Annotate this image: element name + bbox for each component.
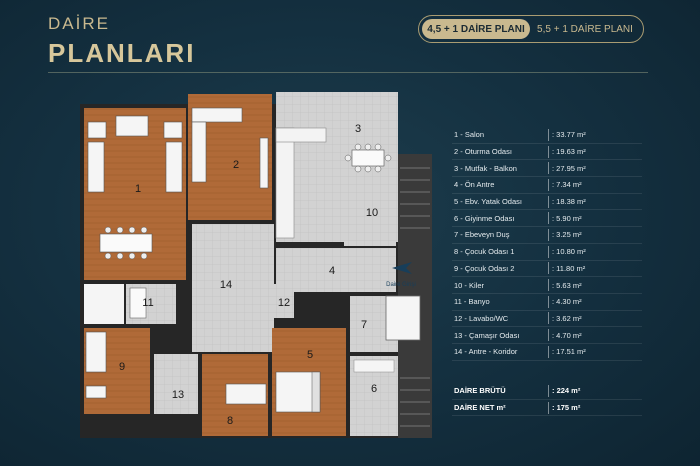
master-bed-pillow [311,371,321,413]
area-row: 13 - Çamaşır Odası: 4.70 m² [452,327,642,344]
room-label-7: 7 [361,319,367,331]
wardrobe [353,359,395,373]
area-row: 6 - Giyinme Odası: 5.90 m² [452,210,642,228]
tab-5-5-plus-1[interactable]: 5,5 + 1 DAİRE PLANI [537,23,633,35]
salon-sofa-top [115,115,149,137]
total-row-net: DAİRE NET m²: 175 m² [452,400,642,417]
area-row: 4 - Ön Antre: 7.34 m² [452,177,642,194]
room-antre [276,248,396,292]
tab-4-5-plus-1[interactable]: 4,5 + 1 DAİRE PLANI [422,19,530,39]
stair-steps [400,167,430,427]
kitchen-counter [275,127,295,239]
room-label-10: 10 [366,207,378,219]
child-bed-1 [225,383,267,405]
room-kiler [344,184,396,246]
child-bed-2 [85,331,107,373]
area-row: 11 - Banyo: 4.30 m² [452,294,642,311]
plan-tabs: 4,5 + 1 DAİRE PLANI 5,5 + 1 DAİRE PLANI [418,15,644,43]
storage-left [84,284,124,324]
dining-table [99,233,153,253]
room-label-5: 5 [307,349,313,361]
area-row: 2 - Oturma Odası: 19.63 m² [452,144,642,161]
room2-sofa-left [191,121,207,183]
title-divider [48,72,648,73]
room-lavabo [248,284,294,318]
total-row-brut: DAİRE BRÜTÜ: 224 m² [452,383,642,400]
room-label-2: 2 [233,159,239,171]
room-label-9: 9 [119,361,125,373]
salon-armchair-2 [163,121,183,139]
entrance-label: Daire Girişi [386,282,416,288]
room-label-13: 13 [172,389,184,401]
area-row: 7 - Ebeveyn Duş: 3.25 m² [452,227,642,244]
room-label-11: 11 [142,297,153,309]
kitchen-chairs [344,143,392,173]
entrance-arrow-icon [392,262,412,274]
room-label-12: 12 [278,297,290,309]
salon-sofa-right [165,141,183,193]
bath-tub [129,287,147,319]
room-label-8: 8 [227,415,233,427]
area-row: 10 - Kiler: 5.63 m² [452,277,642,294]
area-row: 1 - Salon: 33.77 m² [452,127,642,144]
page-title: PLANLARI [48,38,196,68]
area-table: 1 - Salon: 33.77 m² 2 - Oturma Odası: 19… [452,127,642,361]
kitchen-counter-top [275,127,327,143]
room-label-14: 14 [220,279,232,291]
elevator [385,295,421,341]
totals-table: DAİRE BRÜTÜ: 224 m² DAİRE NET m²: 175 m² [452,383,642,417]
room2-sofa-top [191,107,243,123]
dining-chairs [104,226,148,260]
area-row: 8 - Çocuk Odası 1: 10.80 m² [452,244,642,261]
room2-cabinet [259,137,269,189]
kitchen-table [351,149,385,167]
floor-plan: 1 2 3 4 5 6 7 8 9 10 11 12 13 14 Daire G… [80,92,432,438]
salon-sofa-left [87,141,105,193]
area-row: 9 - Çocuk Odası 2: 11.80 m² [452,261,642,278]
room-label-3: 3 [355,123,361,135]
child-desk-2 [85,385,107,399]
room-label-1: 1 [135,183,141,195]
page-title-small: DAİRE [48,14,110,33]
area-row: 12 - Lavabo/WC: 3.62 m² [452,311,642,328]
room-label-6: 6 [371,383,377,395]
salon-armchair-1 [87,121,107,139]
room-camasir [154,354,198,414]
area-row: 3 - Mutfak - Balkon: 27.95 m² [452,160,642,178]
area-row: 5 - Ebv. Yatak Odası: 18.38 m² [452,194,642,211]
area-row: 14 - Antre - Koridor: 17.51 m² [452,344,642,361]
room-label-4: 4 [329,265,335,277]
